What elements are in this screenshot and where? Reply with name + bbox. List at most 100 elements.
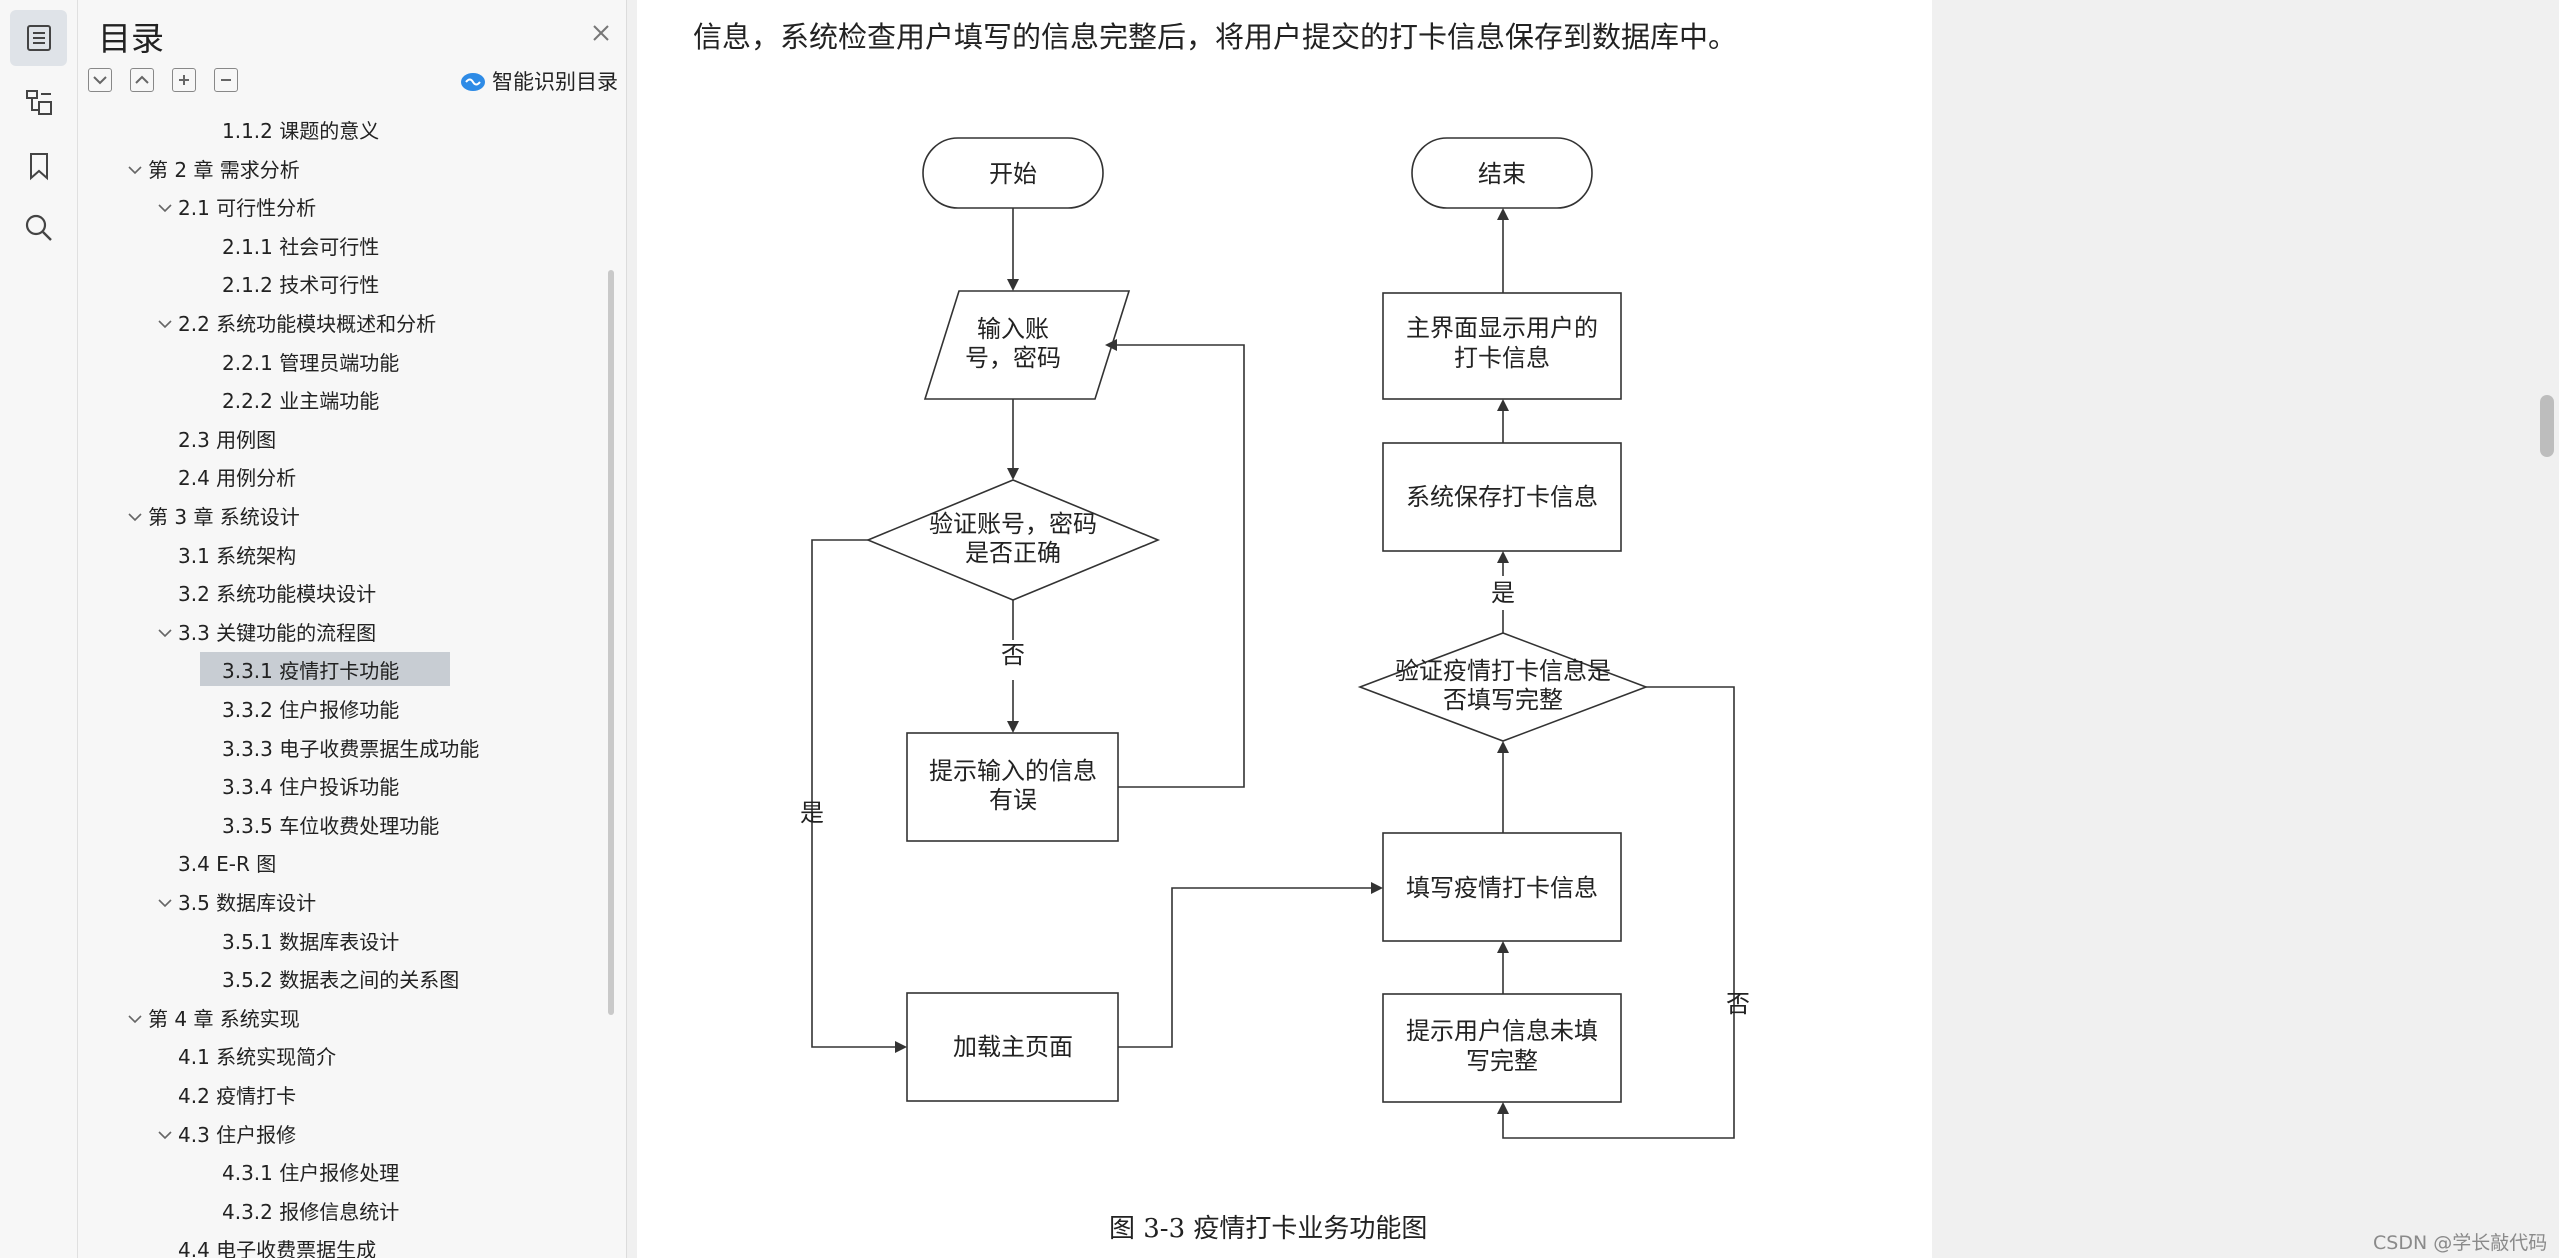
show-info-label-1: 主界面显示用户的 xyxy=(1406,314,1598,342)
left-icon-rail xyxy=(0,0,78,1258)
toc-item[interactable]: 2.3 用例图 xyxy=(78,421,276,455)
toc-item[interactable]: 3.1 系统架构 xyxy=(78,537,296,571)
toc-item[interactable]: 4.2 疫情打卡 xyxy=(78,1077,296,1111)
toc-item[interactable]: 2.2.1 管理员端功能 xyxy=(78,344,399,378)
toc-item-label: 3.5.2 数据表之间的关系图 xyxy=(222,967,460,992)
fill-info-label: 填写疫情打卡信息 xyxy=(1406,874,1598,902)
page-scrollbar-thumb[interactable] xyxy=(2540,395,2554,457)
toc-item-label: 2.4 用例分析 xyxy=(178,465,297,490)
outline-tree-button[interactable] xyxy=(10,74,67,130)
toc-item[interactable]: 3.5.2 数据表之间的关系图 xyxy=(78,961,459,995)
chevron-down-icon[interactable] xyxy=(152,310,178,334)
verify-label-1: 验证账号，密码 xyxy=(929,510,1097,538)
toc-item-label: 4.4 电子收费票据生成 xyxy=(178,1237,377,1258)
chevron-down-icon[interactable] xyxy=(152,889,178,913)
ai-cloud-icon xyxy=(461,73,485,91)
toc-item-label: 3.4 E-R 图 xyxy=(178,851,277,876)
toc-item[interactable]: 3.3.3 电子收费票据生成功能 xyxy=(78,730,479,764)
toc-item-label: 3.3 关键功能的流程图 xyxy=(178,620,377,645)
toc-item[interactable]: 3.2 系统功能模块设计 xyxy=(78,575,376,609)
toc-item[interactable]: 2.2.2 业主端功能 xyxy=(78,382,379,416)
bookmark-button[interactable] xyxy=(10,138,67,194)
toc-item[interactable]: 3.3.2 住户报修功能 xyxy=(78,691,399,725)
close-icon[interactable] xyxy=(586,18,616,48)
toc-item[interactable]: 3.4 E-R 图 xyxy=(78,845,276,879)
toc-item[interactable]: 2.1.1 社会可行性 xyxy=(78,228,379,262)
toc-item-label: 3.3.3 电子收费票据生成功能 xyxy=(222,736,480,761)
toc-item[interactable]: 3.3.1 疫情打卡功能 xyxy=(200,652,450,686)
watermark: CSDN @学长敲代码 xyxy=(2373,1232,2548,1254)
toc-item[interactable]: 3.3.5 车位收费处理功能 xyxy=(78,807,439,841)
yes-label-1: 是 xyxy=(800,799,824,827)
no-label-1: 否 xyxy=(1001,641,1025,669)
remove-entry-button[interactable] xyxy=(214,68,238,92)
toc-item[interactable]: 3.3 关键功能的流程图 xyxy=(78,614,376,648)
search-button[interactable] xyxy=(10,200,67,256)
collapse-all-button[interactable] xyxy=(88,68,112,92)
error-label-2: 有误 xyxy=(989,786,1037,814)
page-scrollbar-track[interactable] xyxy=(2538,0,2559,1258)
toc-item-label: 2.2.2 业主端功能 xyxy=(222,388,380,413)
add-entry-button[interactable] xyxy=(172,68,196,92)
toc-item-label: 2.1.2 技术可行性 xyxy=(222,272,380,297)
save-info-label: 系统保存打卡信息 xyxy=(1406,483,1598,511)
toc-title: 目录 xyxy=(98,19,164,58)
expand-up-button[interactable] xyxy=(130,68,154,92)
outline-tree-icon xyxy=(25,90,52,115)
toc-item[interactable]: 4.1 系统实现简介 xyxy=(78,1038,336,1072)
search-icon xyxy=(25,214,52,241)
toc-item[interactable]: 4.3.1 住户报修处理 xyxy=(78,1154,399,1188)
chevron-down-icon[interactable] xyxy=(122,156,148,180)
toc-item-label: 3.3.1 疫情打卡功能 xyxy=(222,658,400,683)
incomplete-label-1: 提示用户信息未填 xyxy=(1406,1017,1598,1045)
toc-item[interactable]: 2.1 可行性分析 xyxy=(78,189,316,223)
toc-item-label: 2.1 可行性分析 xyxy=(178,195,317,220)
toc-item[interactable]: 2.1.2 技术可行性 xyxy=(78,266,379,300)
chevron-up-icon xyxy=(135,75,149,84)
plus-icon xyxy=(179,75,189,85)
incomplete-label-2: 写完整 xyxy=(1466,1047,1538,1075)
ai-toc-button[interactable]: 智能识别目录 xyxy=(460,66,618,96)
toc-item-label: 2.2 系统功能模块概述和分析 xyxy=(178,311,437,336)
toc-item-label: 4.3.1 住户报修处理 xyxy=(222,1160,400,1185)
toc-item[interactable]: 3.3.4 住户投诉功能 xyxy=(78,768,399,802)
toc-item[interactable]: 第 3 章 系统设计 xyxy=(78,498,300,532)
chevron-down-icon[interactable] xyxy=(152,619,178,643)
yes-label-2: 是 xyxy=(1491,579,1515,607)
toc-item-label: 第 4 章 系统实现 xyxy=(148,1006,300,1031)
chevron-down-icon[interactable] xyxy=(122,503,148,527)
toc-toggle-button[interactable] xyxy=(10,10,67,66)
bookmark-icon xyxy=(29,153,48,181)
toc-item-label: 2.2.1 管理员端功能 xyxy=(222,350,400,375)
toc-item[interactable]: 第 2 章 需求分析 xyxy=(78,151,300,185)
toc-item-label: 4.3.2 报修信息统计 xyxy=(222,1199,400,1224)
toc-item-label: 2.3 用例图 xyxy=(178,427,277,452)
toc-item[interactable]: 4.4 电子收费票据生成 xyxy=(78,1231,376,1258)
show-info-label-2: 打卡信息 xyxy=(1454,344,1550,372)
input-label-2: 号，密码 xyxy=(965,344,1061,372)
minus-icon xyxy=(221,79,231,81)
chevron-down-icon[interactable] xyxy=(152,1121,178,1145)
toc-item-label: 第 2 章 需求分析 xyxy=(148,157,300,182)
toc-item-label: 3.3.5 车位收费处理功能 xyxy=(222,813,440,838)
toc-scrollbar[interactable] xyxy=(608,270,614,1015)
toc-item[interactable]: 2.4 用例分析 xyxy=(78,459,296,493)
toc-item[interactable]: 4.3 住户报修 xyxy=(78,1116,296,1150)
no-label-2: 否 xyxy=(1726,990,1750,1018)
load-main-label: 加载主页面 xyxy=(953,1033,1073,1061)
toc-item-label: 1.1.2 课题的意义 xyxy=(222,118,380,143)
document-page: 信息，系统检查用户填写的信息完整后，将用户提交的打卡信息保存到数据库中。 xyxy=(637,0,1932,1258)
ai-toc-label: 智能识别目录 xyxy=(492,70,618,94)
verify2-label-1: 验证疫情打卡信息是 xyxy=(1395,657,1611,685)
toc-item[interactable]: 4.3.2 报修信息统计 xyxy=(78,1193,399,1227)
toc-item[interactable]: 3.5 数据库设计 xyxy=(78,884,316,918)
toc-item[interactable]: 第 4 章 系统实现 xyxy=(78,1000,300,1034)
toc-item[interactable]: 1.1.2 课题的意义 xyxy=(78,112,379,146)
toc-item[interactable]: 3.5.1 数据库表设计 xyxy=(78,923,399,957)
toc-item[interactable]: 2.2 系统功能模块概述和分析 xyxy=(78,305,436,339)
chevron-down-icon[interactable] xyxy=(152,194,178,218)
verify-label-2: 是否正确 xyxy=(965,539,1061,567)
toc-list-icon xyxy=(26,25,51,51)
chevron-down-icon[interactable] xyxy=(122,1005,148,1029)
chevron-down-icon xyxy=(93,76,107,85)
